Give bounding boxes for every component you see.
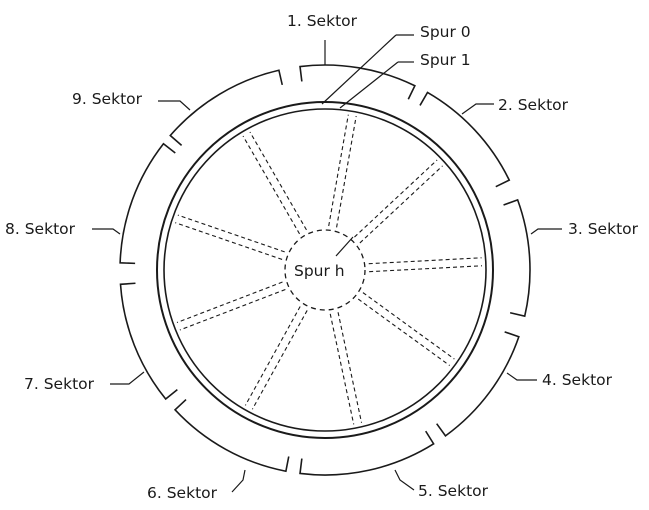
sector-leader-9 <box>158 100 191 111</box>
sector-label-2: 2. Sektor <box>498 96 569 114</box>
sector-arc-1 <box>299 64 416 100</box>
sector-spoke-1b <box>336 115 357 228</box>
sector-spoke-3b <box>369 265 483 273</box>
sector-spoke-3a <box>368 257 482 265</box>
spur-0-pointer <box>321 34 397 105</box>
sector-spoke-8b <box>177 214 285 253</box>
sector-spoke-9a <box>242 135 301 235</box>
sector-arc-3 <box>503 198 531 318</box>
sector-arc-8 <box>119 142 176 265</box>
sector-arc-7 <box>119 282 178 401</box>
sector-leader-lines <box>92 40 562 493</box>
sector-spokes <box>175 114 483 425</box>
sector-spoke-7a <box>179 288 286 331</box>
sector-leader-3 <box>530 228 562 235</box>
sector-arc-9 <box>169 69 284 146</box>
sector-spoke-7b <box>176 281 283 324</box>
sector-spoke-9b <box>249 131 307 231</box>
sector-spoke-8a <box>175 222 283 260</box>
sector-label-9: 9. Sektor <box>72 90 143 108</box>
sector-arc-6 <box>173 398 290 473</box>
sector-spoke-4a <box>362 292 455 360</box>
spur-h-label: Spur h <box>294 262 345 280</box>
spur-1-pointer <box>339 61 399 109</box>
sector-leader-5 <box>394 469 415 491</box>
sector-label-1: 1. Sektor <box>287 12 358 30</box>
track-1-circle <box>163 108 487 432</box>
sector-label-6: 6. Sektor <box>147 484 218 502</box>
sector-spoke-5a <box>337 312 363 423</box>
sector-label-8: 8. Sektor <box>5 220 76 238</box>
spur-1-label: Spur 1 <box>420 51 471 69</box>
sector-label-3: 3. Sektor <box>568 220 639 238</box>
spur-h-pointer <box>335 236 354 257</box>
sector-leader-4 <box>506 372 537 381</box>
sector-label-5: 5. Sektor <box>418 482 489 500</box>
sector-spoke-5b <box>329 313 355 425</box>
track-h-circle <box>284 229 366 311</box>
sector-leader-8 <box>92 228 121 235</box>
sector-spoke-2b <box>359 165 443 244</box>
sector-spoke-6b <box>244 306 301 406</box>
sector-arc-4 <box>436 331 520 437</box>
sector-spoke-6a <box>251 310 308 410</box>
sector-spoke-4b <box>357 298 450 366</box>
sector-arc-5 <box>299 430 435 476</box>
sector-leader-6 <box>231 469 246 493</box>
sector-label-7: 7. Sektor <box>24 375 95 393</box>
sector-spoke-1a <box>328 114 349 227</box>
sector-leader-2 <box>461 103 494 115</box>
spur-0-label: Spur 0 <box>420 23 471 41</box>
sector-arc-2 <box>419 91 511 188</box>
sector-spoke-2a <box>354 159 438 238</box>
sector-leader-7 <box>110 371 145 385</box>
sector-label-4: 4. Sektor <box>542 371 613 389</box>
sector-arcs <box>119 64 531 476</box>
